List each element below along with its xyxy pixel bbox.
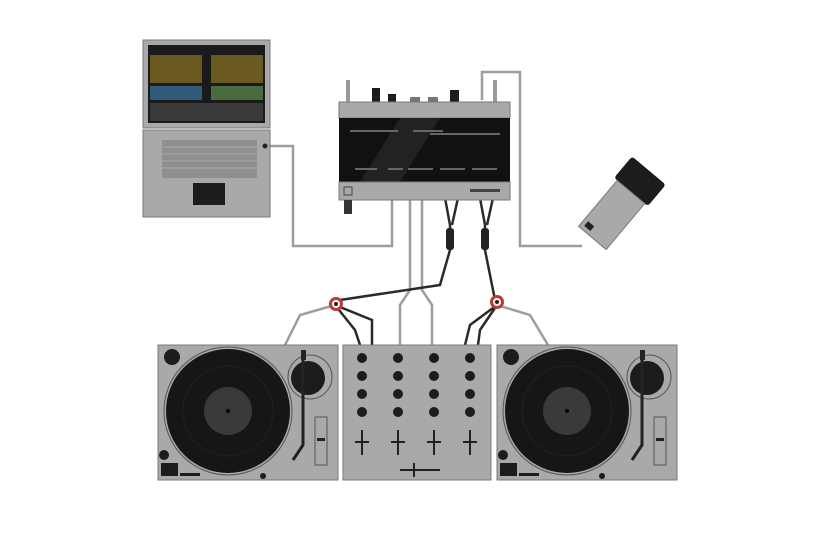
mixer-knob	[393, 371, 403, 381]
split-connectors	[329, 228, 504, 311]
microphone	[577, 157, 665, 251]
signal-cables	[334, 197, 499, 346]
turntable-left	[157, 344, 339, 481]
turntable-right	[496, 344, 678, 481]
turntable-left-cable	[283, 303, 336, 346]
mixer-knob	[465, 407, 475, 417]
mixer-out-cable-1	[398, 200, 412, 345]
laptop-usb-cable	[270, 144, 394, 248]
mixer-knob	[393, 389, 403, 399]
mixer-knob	[357, 353, 367, 363]
mixer-knob	[465, 371, 475, 381]
mixer-knob	[357, 371, 367, 381]
mixer-knob	[393, 407, 403, 417]
mixer-knob	[465, 389, 475, 399]
mixer-knob	[429, 389, 439, 399]
mixer-knob	[393, 353, 403, 363]
laptop	[142, 39, 271, 218]
microphone-cable	[480, 70, 582, 248]
audio-interface	[338, 80, 511, 214]
laptop-touchpad	[193, 183, 225, 205]
turntable-right-cable	[496, 303, 550, 346]
mixer-knob	[429, 353, 439, 363]
mixer-knob	[429, 371, 439, 381]
mixer-knob	[429, 407, 439, 417]
laptop-keyboard	[162, 140, 257, 178]
cables	[270, 70, 582, 346]
mixer-out-cable-2	[420, 200, 434, 345]
mixer-knob	[465, 353, 475, 363]
mixer-knob	[357, 389, 367, 399]
mixer	[342, 344, 492, 481]
mixer-knobs	[357, 353, 475, 417]
mixer-knob	[357, 407, 367, 417]
